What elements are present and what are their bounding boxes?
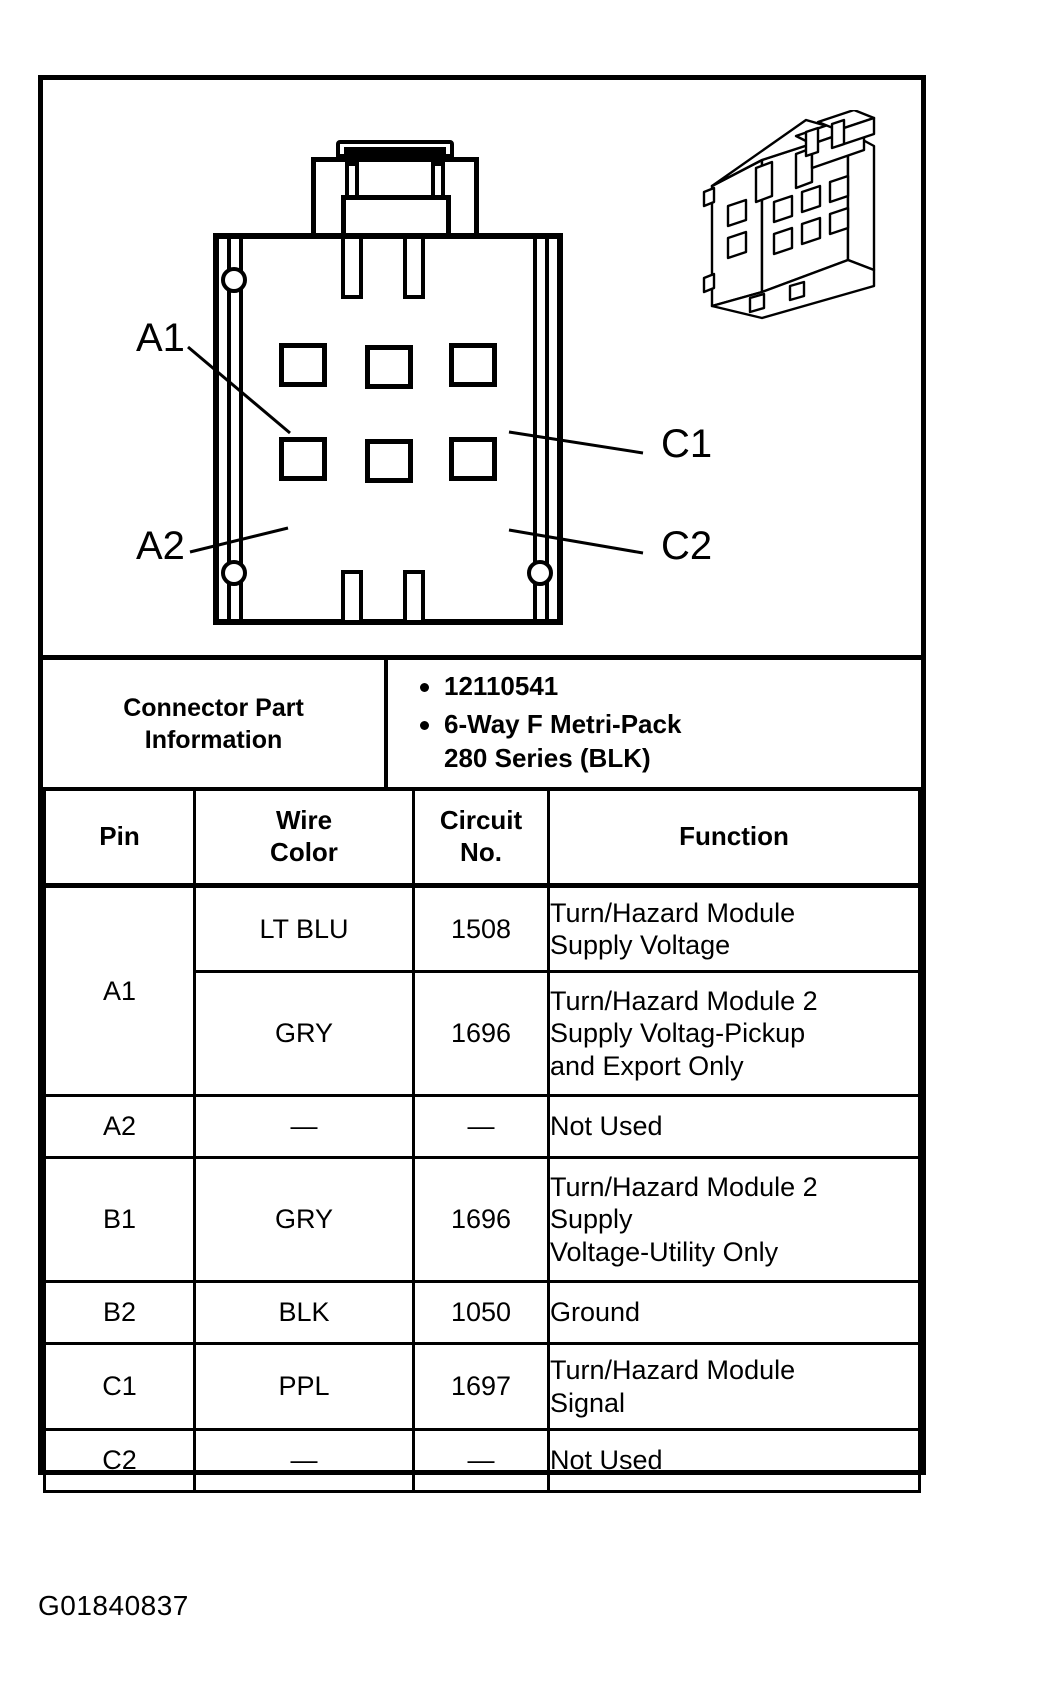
cell-pin-a1: A1: [43, 884, 196, 1097]
cpi-title-line1: Connector Part: [123, 693, 304, 722]
function-line: Supply: [550, 1204, 633, 1235]
callout-label-c1: C1: [661, 422, 713, 466]
cell-function: Not Used: [547, 1094, 921, 1159]
cell-pin-a2: A2: [43, 1094, 196, 1159]
table-row: A2 — — Not Used: [43, 1094, 921, 1159]
pin-cavity-c1: [449, 343, 497, 387]
pin-cavity-b2: [365, 439, 413, 483]
cell-function: Ground: [547, 1280, 921, 1345]
pin-cavity-a1: [279, 343, 327, 387]
pin-cavity-b1: [365, 345, 413, 389]
table-row: GRY 1696 Turn/Hazard Module 2 Supply Vol…: [45, 970, 921, 1097]
cell-function: Turn/Hazard Module 2 Supply Voltage-Util…: [547, 1156, 921, 1283]
lock-slot-top-left: [341, 239, 363, 299]
cell-wire-color: PPL: [193, 1342, 415, 1431]
table-row: B1 GRY 1696 Turn/Hazard Module 2 Supply …: [43, 1156, 921, 1283]
table-row: C2 — — Not Used: [43, 1428, 921, 1493]
retention-circle-bottom-right: [527, 560, 553, 586]
callout-label-a2: A2: [136, 524, 185, 568]
lock-slot-bottom-left: [341, 570, 363, 620]
latch-foot: [341, 195, 451, 239]
function-line: Signal: [550, 1387, 626, 1418]
callout-label-c2: C2: [661, 524, 713, 568]
retention-circle-top-left: [221, 267, 247, 293]
header-wire-color: Wire Color: [193, 787, 415, 888]
function-line: Turn/Hazard Module 2: [550, 1171, 818, 1202]
connector-body-outline: [213, 233, 563, 625]
pin-assignment-table: Pin Wire Color Circuit No. Function A1 L…: [43, 787, 921, 1493]
cell-wire-color: —: [193, 1428, 415, 1493]
cell-circuit-no: 1696: [412, 1156, 550, 1283]
connector-figure-area: A1 A2 C1 C2: [43, 80, 921, 655]
cell-function: Turn/Hazard Module 2 Supply Voltag-Picku…: [547, 970, 921, 1097]
table-header-row: Pin Wire Color Circuit No. Function: [43, 787, 921, 888]
function-line: Supply Voltag-Pickup: [550, 1018, 806, 1049]
cell-pin-b2: B2: [43, 1280, 196, 1345]
function-line: Ground: [550, 1297, 641, 1328]
header-circuit-no: Circuit No.: [412, 787, 550, 888]
cell-wire-color: GRY: [193, 970, 415, 1097]
table-row: A1 LT BLU 1508 Turn/Hazard Module Supply…: [43, 884, 921, 1097]
figure-id-label: G01840837: [38, 1590, 189, 1621]
connector-isometric-view: [702, 110, 876, 320]
function-line: Voltage-Utility Only: [550, 1236, 779, 1267]
function-line: Turn/Hazard Module 2: [550, 985, 818, 1016]
cell-circuit-no: 1508: [412, 884, 550, 973]
function-line: and Export Only: [550, 1050, 744, 1081]
cell-circuit-no: —: [412, 1094, 550, 1159]
connector-part-information-row: Connector Part Information 12110541 6-Wa…: [43, 655, 921, 787]
cell-circuit-no: —: [412, 1428, 550, 1493]
function-line: Turn/Hazard Module: [550, 1355, 796, 1386]
header-circuit-no-line2: No.: [460, 837, 502, 867]
lock-slot-bottom-right: [403, 570, 425, 620]
function-line: Turn/Hazard Module: [550, 897, 796, 928]
header-function: Function: [547, 787, 921, 888]
header-wire-color-line2: Color: [270, 837, 338, 867]
cell-function: Turn/Hazard Module Signal: [547, 1342, 921, 1431]
connector-rail-right: [533, 239, 549, 619]
connector-part-information-label-cell: Connector Part Information: [43, 660, 388, 787]
cell-function: Turn/Hazard Module Supply Voltage: [547, 884, 921, 973]
header-wire-color-line1: Wire: [275, 805, 333, 836]
cell-circuit-no: 1050: [412, 1280, 550, 1345]
cell-circuit-no: 1696: [412, 970, 550, 1097]
cell-pin-b1: B1: [43, 1156, 196, 1283]
cell-wire-color: —: [193, 1094, 415, 1159]
retention-circle-bottom-left: [221, 560, 247, 586]
table-row: C1 PPL 1697 Turn/Hazard Module Signal: [43, 1342, 921, 1431]
cpi-bullet-0-line-0: 12110541: [444, 671, 559, 701]
connector-part-information-value-cell: 12110541 6-Way F Metri-Pack 280 Series (…: [388, 660, 921, 787]
cell-pin-c2: C2: [43, 1428, 196, 1493]
latch-cap-fill: [344, 147, 446, 156]
callout-label-a1: A1: [136, 316, 185, 360]
cpi-bullet-connector-type: 6-Way F Metri-Pack 280 Series (BLK): [414, 708, 921, 776]
cell-wire-color: LT BLU: [193, 884, 415, 973]
function-line: Not Used: [550, 1111, 663, 1142]
connector-end-view: [213, 115, 563, 625]
cell-wire-color: GRY: [193, 1156, 415, 1283]
function-line: Not Used: [550, 1445, 663, 1476]
lock-slot-top-right: [403, 239, 425, 299]
pin-cavity-a2: [279, 437, 327, 481]
header-circuit-no-line1: Circuit: [439, 805, 523, 836]
cell-pin-c1: C1: [43, 1342, 196, 1431]
cpi-bullet-1-line-1: 280 Series (BLK): [444, 742, 651, 773]
cpi-bullet-part-number: 12110541: [414, 670, 921, 704]
function-line: Supply Voltage: [550, 930, 731, 960]
diagram-sheet: A1 A2 C1 C2: [38, 75, 926, 1493]
cpi-bullet-1-line-0: 6-Way F Metri-Pack: [444, 708, 682, 739]
cpi-title-line2: Information: [144, 725, 283, 754]
header-pin: Pin: [43, 787, 196, 888]
table-row: B2 BLK 1050 Ground: [43, 1280, 921, 1345]
cell-function: Not Used: [547, 1428, 921, 1493]
pin-cavity-c2: [449, 437, 497, 481]
cell-wire-color: BLK: [193, 1280, 415, 1345]
cell-circuit-no: 1697: [412, 1342, 550, 1431]
